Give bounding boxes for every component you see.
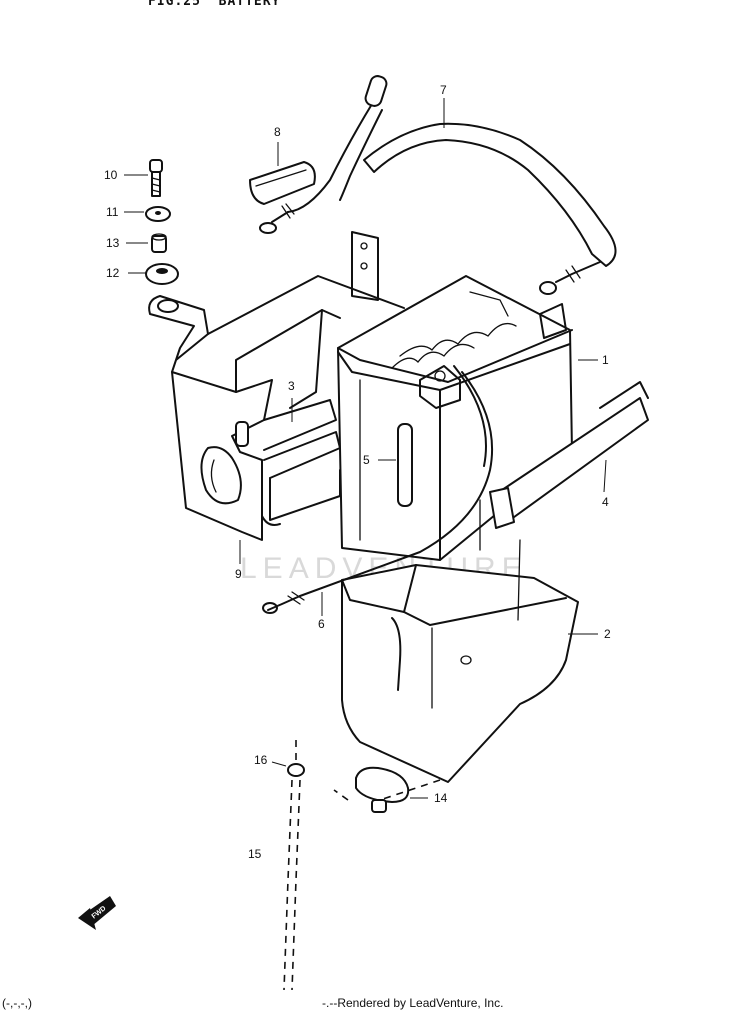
callout-13: 13 [106, 236, 120, 250]
negative-lead-wire [262, 365, 494, 614]
battery-band [489, 381, 649, 529]
callout-7: 7 [440, 83, 447, 97]
callout-11: 11 [106, 205, 119, 219]
battery-box [341, 539, 579, 783]
spacer [151, 233, 167, 253]
cushion [145, 263, 179, 285]
callout-14: 14 [434, 791, 448, 805]
positive-lead-wire [259, 75, 617, 295]
callout-6: 6 [318, 617, 325, 631]
cap [355, 766, 410, 813]
leader-lines [124, 98, 607, 799]
forward-arrow-icon: FWD [78, 896, 116, 930]
battery [337, 275, 573, 561]
clamp [287, 763, 305, 777]
callout-5: 5 [363, 453, 370, 467]
battery-holder-bracket [148, 231, 405, 541]
callout-2: 2 [604, 627, 611, 641]
callout-15: 15 [248, 847, 262, 861]
callout-3: 3 [288, 379, 295, 393]
callout-1: 1 [602, 353, 609, 367]
callout-8: 8 [274, 125, 281, 139]
footer-code: (-,-,-,) [2, 996, 32, 1010]
callout-10: 10 [104, 168, 118, 182]
terminal-cover [249, 161, 316, 205]
callout-12: 12 [106, 266, 120, 280]
callout-9: 9 [235, 567, 242, 581]
breather-hose [283, 740, 441, 991]
washer [145, 206, 171, 222]
callout-16: 16 [254, 753, 268, 767]
bolt [149, 159, 163, 197]
figure-title: FIG.25 BATTERY [148, 0, 281, 9]
callout-4: 4 [602, 495, 609, 509]
footer-credit: -.--Rendered by LeadVenture, Inc. [322, 996, 504, 1010]
